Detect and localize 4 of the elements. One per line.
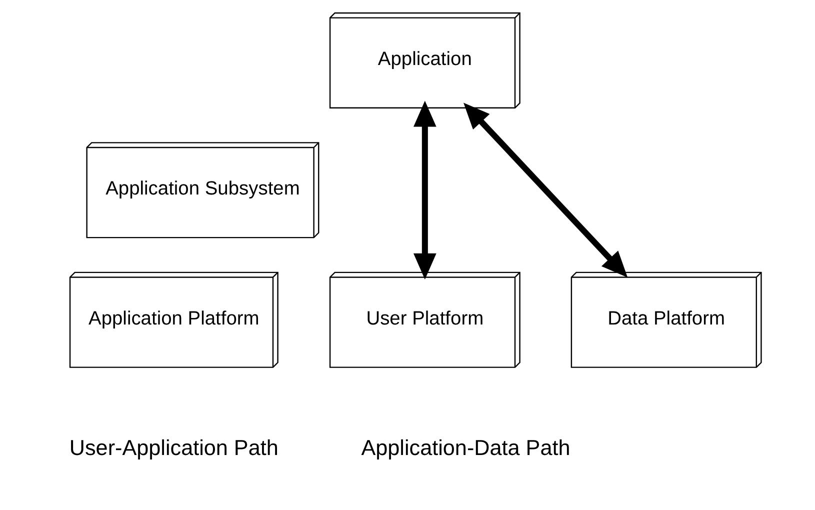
arrow [464,102,628,278]
label: Application-Data Path [361,434,570,460]
arrow [413,100,436,280]
label: User-Application Path [69,434,278,460]
